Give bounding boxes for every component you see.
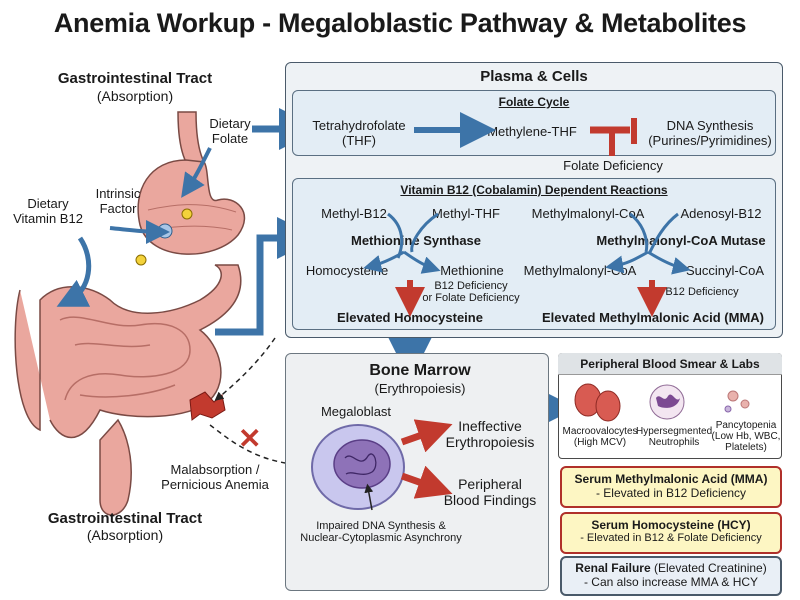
peripheral-red-arrow bbox=[400, 465, 453, 499]
methylene-thf-label: Methylene-THF bbox=[487, 124, 577, 139]
impaired-pointer-arrow bbox=[364, 483, 374, 511]
macroovalocyte-2 bbox=[595, 390, 621, 422]
renal-lab-title: Renal Failure (Elevated Creatinine) bbox=[575, 561, 767, 575]
pancytopenia-cell-2 bbox=[740, 399, 750, 409]
elevated-homocysteine-label: Elevated Homocysteine bbox=[337, 310, 483, 325]
ineffective-red-arrow bbox=[400, 419, 453, 453]
b12-down-arrow bbox=[56, 236, 92, 307]
plasma-title: Plasma & Cells bbox=[480, 68, 588, 85]
intrinsic-factor-particle bbox=[181, 208, 193, 220]
mma-lab-text: - Elevated in B12 Deficiency bbox=[595, 486, 747, 500]
hypersegmented-nucleus bbox=[656, 394, 680, 408]
damaged-ileum bbox=[189, 391, 226, 421]
intrinsic-arrow bbox=[109, 219, 170, 244]
methyl-thf-label: Methyl-THF bbox=[432, 206, 500, 221]
pancytopenia-cell-3 bbox=[724, 405, 732, 413]
cross-mark-icon: ✕ bbox=[238, 423, 261, 454]
mutase-label: Methylmalonyl-CoA Mutase bbox=[596, 233, 766, 248]
dietary-folate-in bbox=[181, 147, 212, 198]
b12-title: Vitamin B12 (Cobalamin) Dependent Reacti… bbox=[400, 183, 668, 197]
pancy-label: Pancytopenia(Low Hb, WBC,Platelets) bbox=[711, 420, 781, 453]
b12-reactions-box bbox=[292, 178, 776, 330]
methylmalonyl-coa-label: Methylmalonyl-CoA bbox=[531, 206, 645, 221]
smear-header bbox=[558, 353, 782, 375]
smear-title: Peripheral Blood Smear & Labs bbox=[580, 357, 760, 371]
page-title: Anemia Workup - Megaloblastic Pathway & … bbox=[53, 8, 747, 38]
marrow-subtitle: (Erythropoiesis) bbox=[374, 381, 466, 396]
hcy-lab-title: Serum Homocysteine (HCY) bbox=[591, 518, 751, 532]
megaloblast-label: Megaloblast bbox=[320, 404, 392, 419]
folate-cycle-title: Folate Cycle bbox=[498, 95, 570, 109]
adenosyl-b12-label: Adenosyl-B12 bbox=[680, 206, 762, 221]
mma-lab-title: Serum Methylmalonic Acid (MMA) bbox=[574, 472, 768, 486]
ileum-dashed-arrow bbox=[214, 337, 276, 401]
impaired-label: Impaired DNA Synthesis &Nuclear-Cytoplas… bbox=[300, 520, 462, 544]
gi-bottom-subtitle: (Absorption) bbox=[86, 527, 164, 543]
dna-synthesis-label: DNA Synthesis(Purines/Pyrimidines) bbox=[648, 118, 772, 148]
gi-top-title: Gastrointestinal Tract bbox=[57, 70, 213, 87]
megaloblast-nucleus bbox=[333, 439, 391, 489]
methionine-label: Methionine bbox=[440, 263, 504, 278]
small-intestine bbox=[14, 264, 242, 439]
gi-bottom-title: Gastrointestinal Tract bbox=[47, 510, 203, 527]
methyl-b12-label: Methyl-B12 bbox=[321, 206, 387, 221]
macro-label: Macroovalocytes(High MCV) bbox=[562, 426, 638, 448]
renal-lab-box: Renal Failure (Elevated Creatinine) - Ca… bbox=[560, 556, 782, 596]
folate-cycle-box bbox=[292, 90, 776, 156]
malabsorption-label: Malabsorption /Pernicious Anemia bbox=[161, 462, 269, 492]
marrow-title: Bone Marrow bbox=[369, 362, 471, 379]
thf-label: Tetrahydrofolate(THF) bbox=[312, 118, 406, 148]
methionine-synthase-label: Methionine Synthase bbox=[350, 233, 482, 248]
mma-lab-box: Serum Methylmalonic Acid (MMA) - Elevate… bbox=[560, 466, 782, 508]
folate-deficiency-label: Folate Deficiency bbox=[563, 158, 663, 173]
hcy-lab-box: Serum Homocysteine (HCY) - Elevated in B… bbox=[560, 512, 782, 554]
elevated-mma-label: Elevated Methylmalonic Acid (MMA) bbox=[542, 310, 764, 325]
mutase-curve bbox=[629, 212, 649, 253]
large-intestine bbox=[99, 418, 132, 516]
succinyl-coa-label: Succinyl-CoA bbox=[685, 263, 765, 278]
gut-to-plasma-arrow bbox=[215, 217, 319, 336]
gi-top-subtitle: (Absorption) bbox=[96, 88, 174, 104]
pancytopenia-cell-1 bbox=[727, 390, 739, 402]
renal-lab-text: - Can also increase MMA & HCY bbox=[583, 575, 759, 589]
b12-particle bbox=[135, 254, 147, 266]
hcy-lab-text: - Elevated in B12 & Folate Deficiency bbox=[580, 532, 762, 544]
right-deficiency-label: B12 Deficiency bbox=[665, 286, 739, 298]
